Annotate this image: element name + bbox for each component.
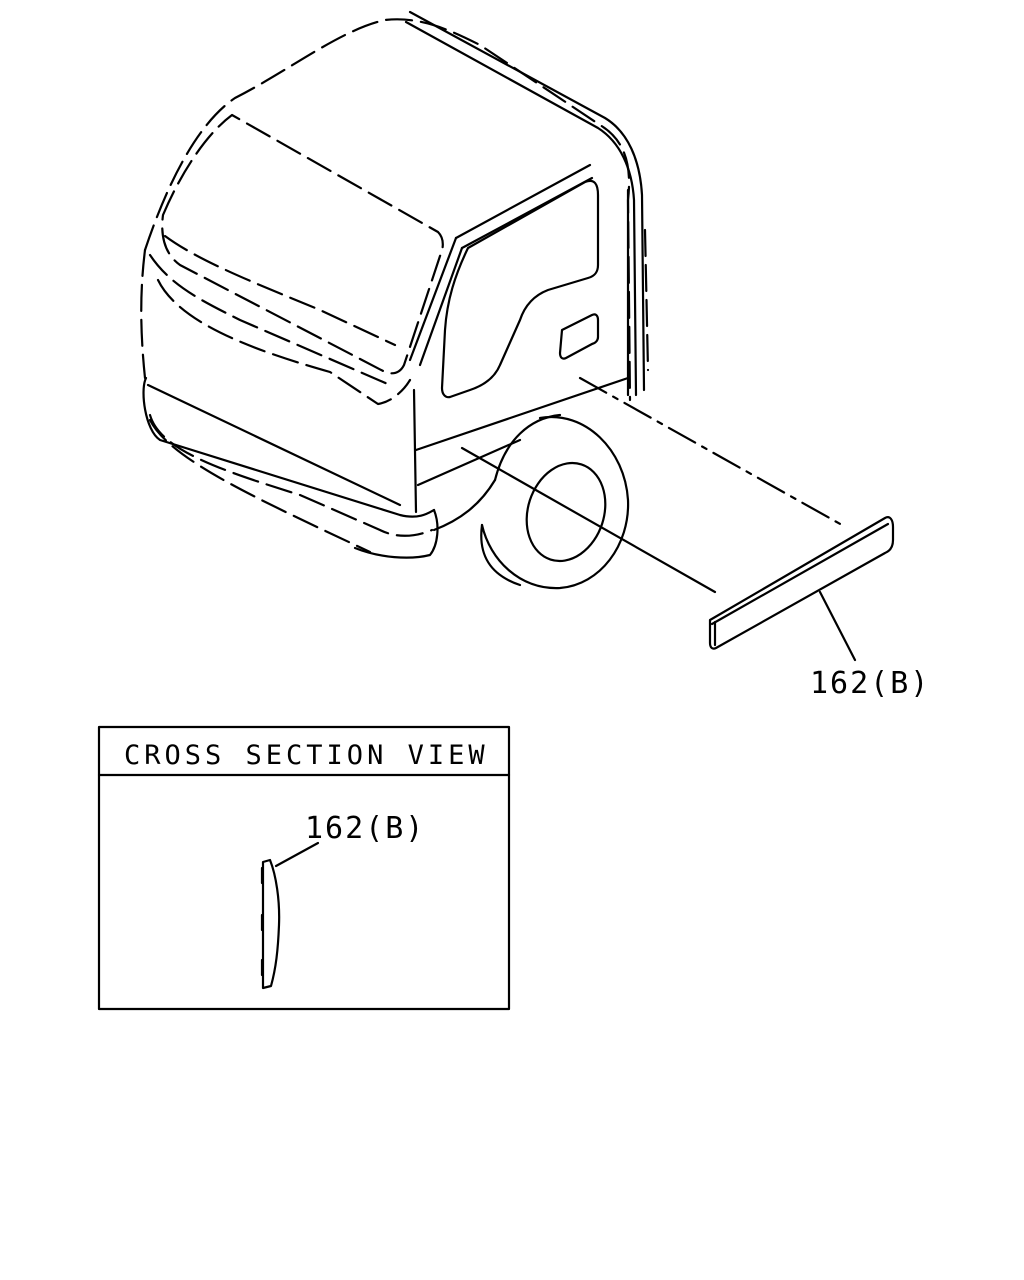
section-callout-leader [274,841,320,868]
installation-lines [460,376,844,594]
side-moulding-part [708,516,895,650]
cross-section-box [97,725,511,1011]
cross-section-title: CROSS SECTION VIEW [124,740,489,771]
truck-cab-outline [140,10,650,590]
main-part-callout: 162(B) [810,666,930,701]
section-part-callout: 162(B) [305,811,425,846]
main-callout-leader [818,590,857,662]
moulding-cross-section [260,858,281,990]
